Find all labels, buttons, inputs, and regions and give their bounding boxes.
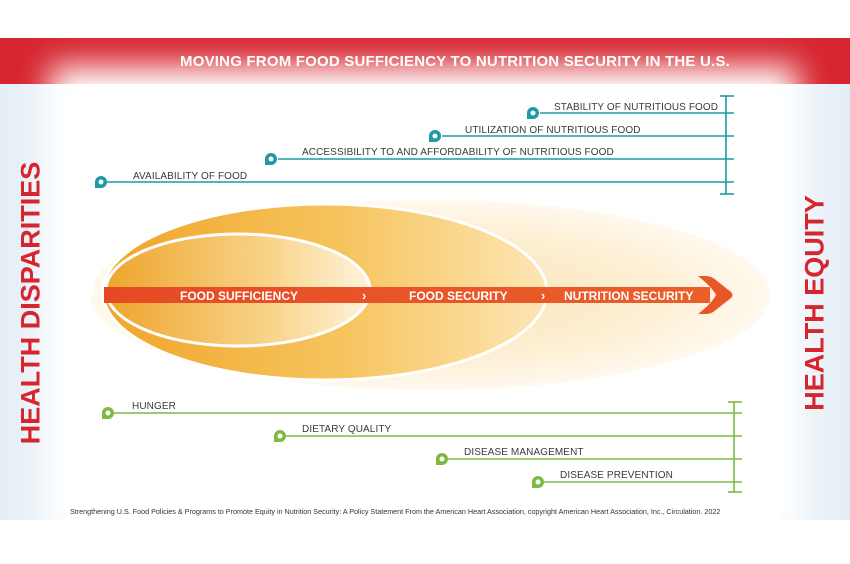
disease-management-label: DISEASE MANAGEMENT (464, 447, 584, 458)
stability-label: STABILITY OF NUTRITIOUS FOOD (554, 102, 719, 113)
title-banner: MOVING FROM FOOD SUFFICIENCY TO NUTRITIO… (0, 38, 850, 84)
availability-label: AVAILABILITY OF FOOD (133, 171, 248, 182)
stage-food-security: FOOD SECURITY (409, 289, 508, 303)
hunger-label: HUNGER (132, 401, 176, 412)
dietary-quality-label: DIETARY QUALITY (302, 424, 392, 435)
banner-title: MOVING FROM FOOD SUFFICIENCY TO NUTRITIO… (180, 52, 730, 70)
health-outcome-lines (114, 401, 742, 493)
utilization-label: UTILIZATION OF NUTRITIOUS FOOD (465, 125, 641, 136)
health-equity-label: HEALTH EQUITY (799, 195, 830, 411)
left-side-column (0, 84, 68, 520)
right-side-column (780, 84, 850, 520)
chevron-icon: › (541, 288, 545, 303)
progress-arrow-head (698, 276, 733, 314)
stage-nutrition-security: NUTRITION SECURITY (564, 289, 694, 303)
chevron-icon: › (362, 288, 366, 303)
progress-arrow-shaft (104, 287, 710, 303)
stage-food-sufficiency: FOOD SUFFICIENCY (180, 289, 299, 303)
food-dimension-lines (107, 95, 734, 195)
health-disparities-label: HEALTH DISPARITIES (15, 161, 46, 445)
food-dimension-pins (95, 107, 539, 188)
arrow-start-dot (81, 283, 95, 297)
accessibility-label: ACCESSIBILITY TO AND AFFORDABILITY OF NU… (302, 147, 614, 158)
health-outcome-pins (102, 407, 544, 488)
source-caption: Strengthening U.S. Food Policies & Progr… (70, 507, 721, 516)
disease-prevention-label: DISEASE PREVENTION (560, 470, 673, 481)
